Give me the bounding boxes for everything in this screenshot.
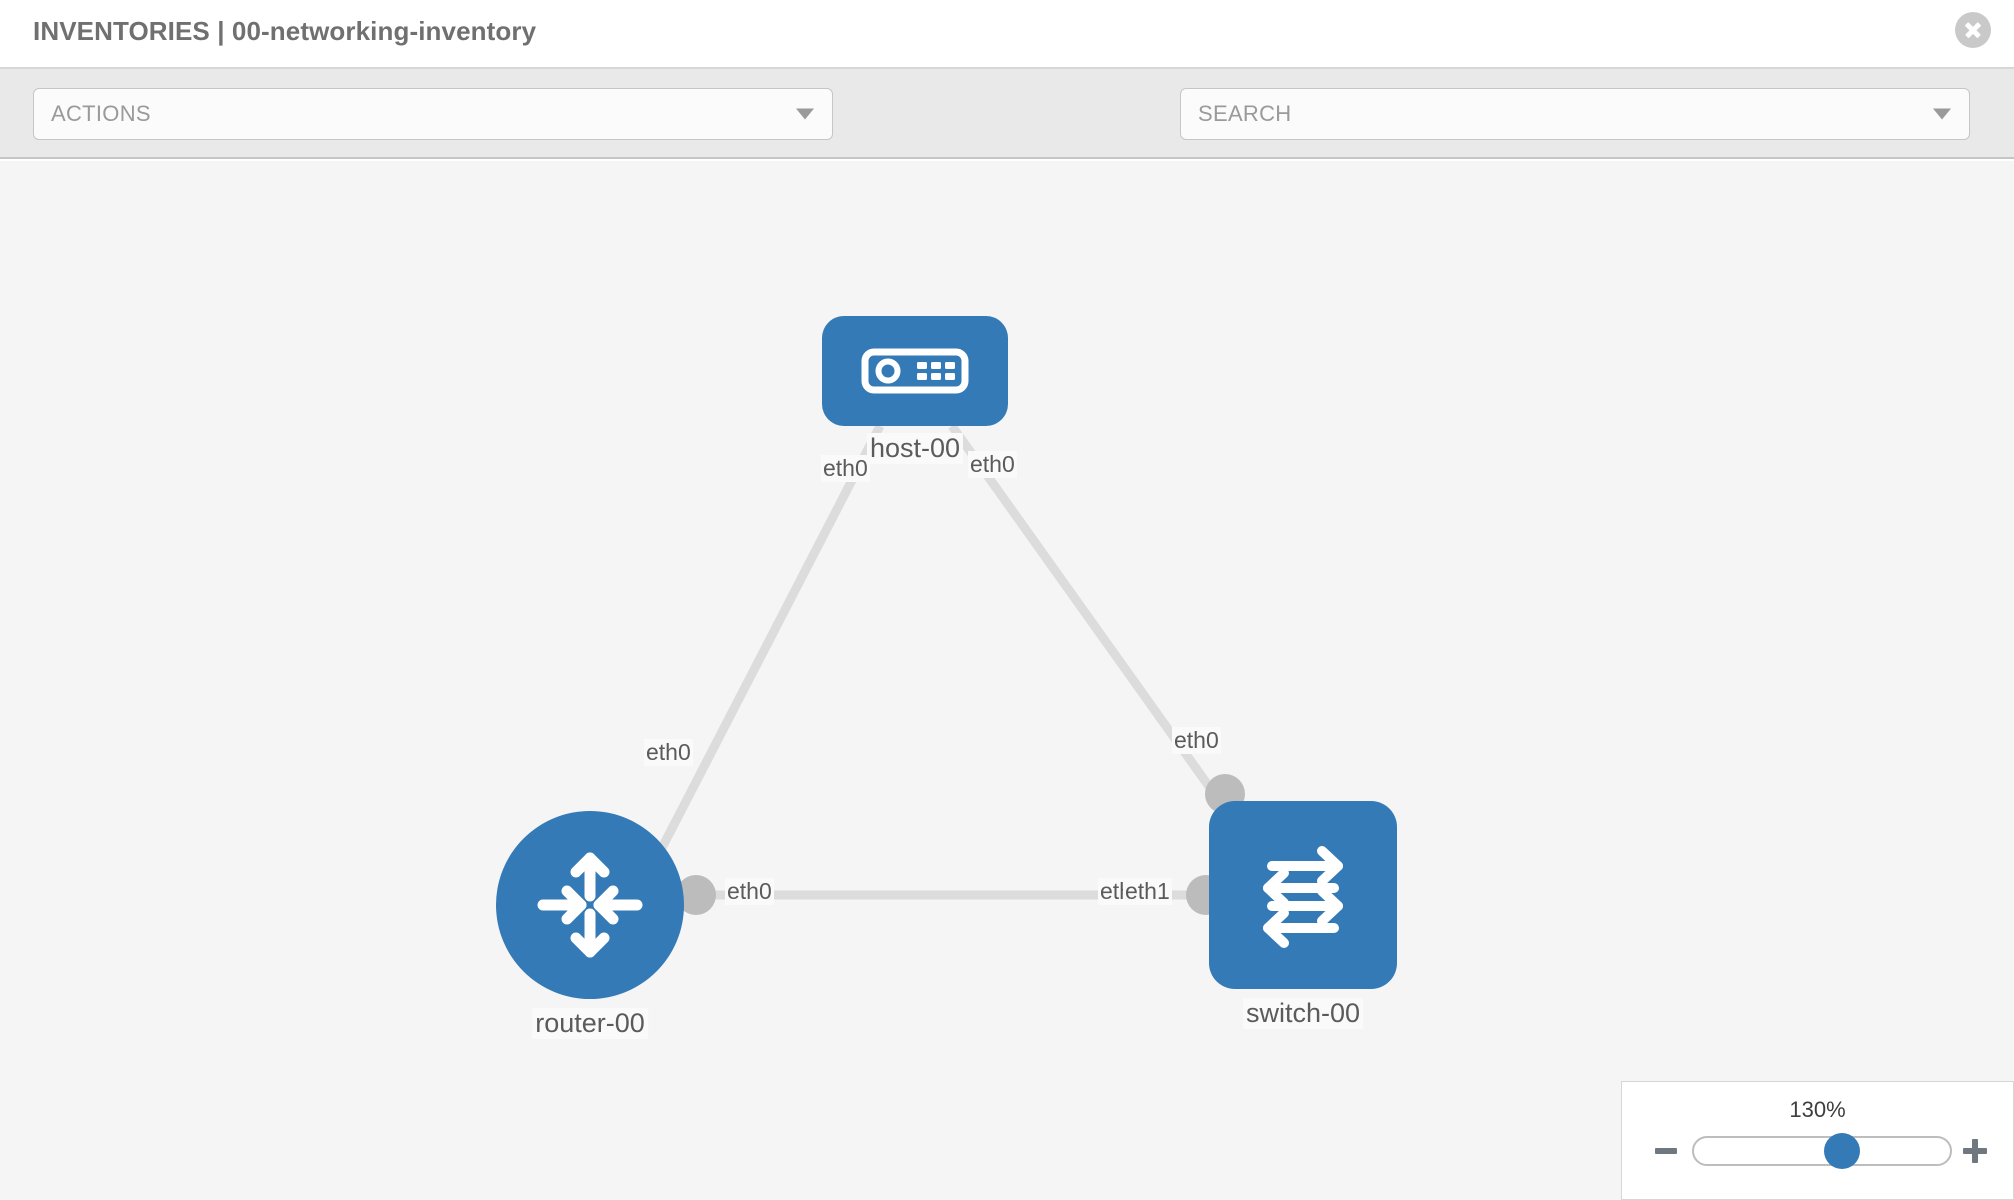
search-input[interactable]: SEARCH <box>1180 88 1970 140</box>
server-icon <box>861 348 969 394</box>
interface-label-router-right: eth0 <box>725 878 774 905</box>
zoom-slider-thumb[interactable] <box>1824 1133 1861 1169</box>
interface-label-host-left: eth0 <box>821 455 870 482</box>
zoom-slider[interactable] <box>1692 1133 1952 1169</box>
plus-icon[interactable] <box>1960 1136 1990 1166</box>
page-header: INVENTORIES | 00-networking-inventory <box>0 0 2014 69</box>
link-host-router <box>646 423 884 874</box>
page-title: INVENTORIES | 00-networking-inventory <box>33 16 537 46</box>
switch-node-shape[interactable] <box>1209 801 1397 989</box>
host-node-label: host-00 <box>866 433 964 464</box>
minus-icon[interactable] <box>1651 1136 1681 1166</box>
topology-canvas[interactable]: host-00 <box>0 161 2014 1200</box>
chevron-down-icon <box>796 108 814 120</box>
link-host-switch <box>948 423 1259 854</box>
actions-dropdown-label: ACTIONS <box>51 101 151 126</box>
search-placeholder: SEARCH <box>1198 101 1292 126</box>
router-icon <box>537 852 643 958</box>
zoom-control-panel: 130% <box>1621 1081 2014 1200</box>
toolbar: ACTIONS SEARCH <box>0 69 2014 195</box>
interface-label-host-right: eth0 <box>968 451 1017 478</box>
interface-label-switch-left: eth1 <box>1123 878 1172 905</box>
actions-dropdown[interactable]: ACTIONS <box>33 88 833 140</box>
close-icon[interactable] <box>1955 12 1991 48</box>
router-node-shape[interactable] <box>496 811 684 999</box>
router-node-label: router-00 <box>532 1008 648 1039</box>
switch-node-label: switch-00 <box>1242 998 1364 1029</box>
chevron-down-icon <box>1933 108 1951 120</box>
interface-label-switch-up: eth0 <box>1172 727 1221 754</box>
switch-icon <box>1263 846 1343 948</box>
topology-links <box>646 423 1259 900</box>
host-node-shape[interactable] <box>822 316 1008 426</box>
interface-label-router-up: eth0 <box>644 739 693 766</box>
zoom-level-value: 130% <box>1789 1097 1846 1122</box>
topology-graph: host-00 <box>0 161 2014 1200</box>
